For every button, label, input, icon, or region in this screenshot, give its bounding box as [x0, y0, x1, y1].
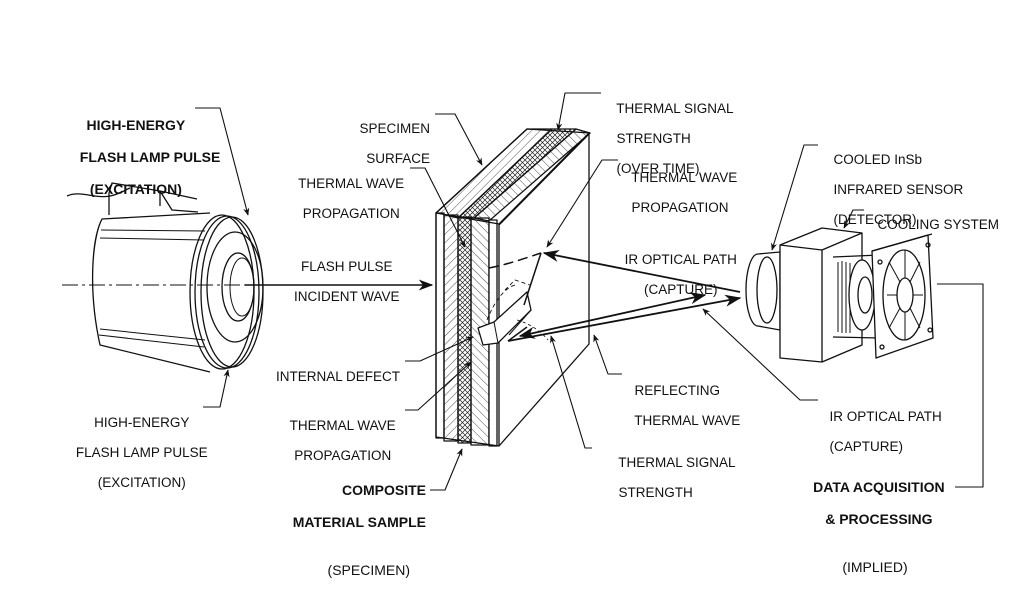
- leader-thermal-wave-left-bottom: [405, 361, 472, 411]
- leader-ir-path-bottom: [702, 308, 818, 401]
- specimen-side-face: [498, 132, 590, 447]
- lamp-cable: [66, 187, 131, 198]
- label-thermal-wave-left-top: THERMAL WAVE PROPAGATION: [298, 176, 405, 221]
- leader-specimen-surface: [435, 113, 483, 166]
- ir-path-bottom: [507, 294, 742, 342]
- flash-lamp: [66, 182, 264, 373]
- label-signal-strength: THERMAL SIGNAL STRENGTH: [618, 455, 736, 500]
- composite-specimen: [435, 128, 591, 447]
- leader-signal-strength: [550, 335, 592, 449]
- label-internal-defect: INTERNAL DEFECT: [275, 369, 400, 384]
- label-ir-path-bottom: IR OPTICAL PATH (CAPTURE): [829, 409, 942, 454]
- label-thermal-wave-right: THERMAL WAVE PROPAGATION: [631, 170, 738, 215]
- label-flash-lamp-top: HIGH-ENERGY FLASH LAMP PULSE (EXCITATION…: [79, 117, 221, 197]
- label-flash-lamp-bottom: HIGH-ENERGY FLASH LAMP PULSE (EXCITATION…: [75, 415, 208, 490]
- label-reflecting-wave: REFLECTING THERMAL WAVE: [634, 383, 741, 428]
- leader-flash-bottom: [203, 369, 230, 408]
- label-specimen-surface: SPECIMEN SURFACE: [359, 121, 430, 166]
- lamp-body: [91, 212, 211, 373]
- leader-reflecting: [593, 334, 622, 375]
- leader-thermal-wave-left-top: [410, 167, 466, 248]
- leader-cooling: [843, 209, 864, 229]
- label-flash-pulse: FLASH PULSE INCIDENT WAVE: [294, 259, 400, 304]
- heatsink-fins: [837, 261, 851, 333]
- thermal-wave-line: [523, 252, 542, 306]
- leader-sensor: [771, 144, 818, 251]
- lamp-face: [206, 231, 264, 343]
- thermal-wave-dashed: [488, 252, 542, 269]
- label-signal-over-time: THERMAL SIGNAL STRENGTH (OVER TIME): [616, 101, 734, 176]
- label-thermal-wave-left-bottom: THERMAL WAVE PROPAGATION: [289, 418, 396, 463]
- ir-sensor-assembly: [745, 227, 934, 363]
- label-composite-sample: COMPOSITE MATERIAL SAMPLE (SPECIMEN): [292, 482, 426, 578]
- label-ir-path-top: IR OPTICAL PATH (CAPTURE): [624, 252, 737, 297]
- label-cooling-system: COOLING SYSTEM: [877, 217, 1000, 232]
- ir-path-top: [542, 249, 741, 293]
- leader-thermal-wave-right: [546, 159, 618, 248]
- reflecting-wave-arrow: [518, 292, 707, 339]
- leader-internal-defect: [405, 336, 474, 362]
- label-sensor: COOLED InSb INFRARED SENSOR (DETECTOR): [833, 152, 964, 227]
- thermography-diagram: [62, 92, 984, 491]
- label-data-acquisition: DATA ACQUISITION & PROCESSING (IMPLIED): [813, 479, 945, 575]
- leader-flash-top: [195, 107, 250, 216]
- lamp-top-box: [108, 182, 199, 215]
- leader-signal-over-time: [556, 92, 601, 131]
- leader-composite: [430, 448, 463, 491]
- data-acquisition-line: [937, 283, 984, 488]
